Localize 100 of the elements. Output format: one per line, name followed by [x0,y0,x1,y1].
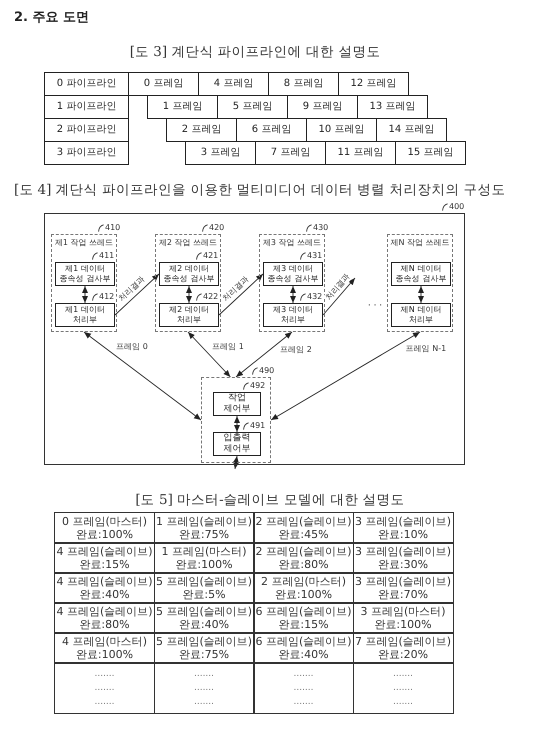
cell-text: ....... [194,668,214,681]
cell-text: 완료:30% [378,558,428,571]
edge-label: 프레임 2 [279,345,313,355]
figure-caption: [도 5] 마스터-슬레이브 모델에 대한 설명도 [135,492,405,508]
double-arrow [232,456,240,470]
cell-text: 3 프레임(슬레이브) [354,544,452,558]
cell-text: 0 프레임(마스터) [62,514,148,528]
table-cell: 3 프레임 [185,141,256,165]
cell-text: ....... [94,668,115,681]
reference-numeral: 432 [307,292,322,302]
double-arrow [186,286,192,304]
cell-text: 완료:10% [378,528,428,541]
double-arrow [188,332,231,378]
box-label: 제1 데이터 처리부 [64,305,106,325]
reference-numeral: 411 [99,251,114,261]
cell-text: 3 프레임(슬레이브) [354,514,452,528]
box-label: 작업 제어부 [222,393,252,415]
table-cell: 12 프레임 [338,72,409,96]
cell-text: ....... [392,696,414,709]
process-box [391,262,451,286]
cell-text: 완료:45% [278,528,329,541]
cell-text: 완료:100% [374,618,432,631]
group-title: 제2 작업 쓰레드 [158,238,218,248]
cell-text: 5 프레임(슬레이브) [156,634,252,648]
group-title: 제3 작업 쓰레드 [262,238,322,248]
reference-numeral: 421 [203,251,218,261]
table-cell: 2 파이프라인 [44,118,129,142]
box-label: 제2 데이터 종속성 검사부 [162,264,216,284]
cell-text: 2 프레임(마스터) [260,574,346,588]
cell-text: 완료:40% [178,618,230,631]
cell-text: 5 프레임(슬레이브) [156,574,252,588]
cell-text: ....... [293,668,314,681]
cell-text: ....... [194,682,214,695]
cell-text: 3 프레임(마스터) [360,604,446,618]
figure-caption: [도 3] 계단식 파이프라인에 대한 설명도 [130,44,380,60]
cell-text: 1 프레임(슬레이브) [156,514,252,528]
cell-text: 완료:40% [278,648,329,661]
cell-text: 완료:100% [175,558,233,571]
reference-numeral: 412 [99,292,114,302]
cell-text: 5 프레임(슬레이브) [156,604,252,618]
cell-text: 6 프레임(슬레이브) [255,604,352,618]
reference-numeral: 491 [250,421,266,431]
cell-text: 4 프레임(슬레이브) [56,574,153,588]
cell-text: ....... [94,682,115,695]
cell-text: 1 프레임(마스터) [161,544,247,558]
double-arrow [290,286,296,304]
cell-text: 완료:80% [79,618,130,631]
cell-text: ....... [293,696,314,709]
thread-group [387,234,453,332]
cell-text: 2 프레임(슬레이브) [255,514,352,528]
reference-numeral: 490 [259,366,274,376]
cell-text: 7 프레임(슬레이브) [354,634,452,648]
cell-text: ....... [293,682,314,695]
section-heading: 2. 주요 도면 [14,9,90,26]
edge-label: 프레임 0 [115,342,149,352]
table-cell: 0 프레임 [128,72,199,96]
cell-text: 완료:15% [278,618,329,631]
cell-text: 완료:100% [274,588,332,601]
cell-text: 2 프레임(슬레이브) [255,544,352,558]
process-box [391,303,451,327]
box-label: 제3 데이터 종속성 검사부 [266,264,320,284]
cell-text: ....... [392,668,414,681]
cell-text: 3 프레임(슬레이브) [354,574,452,588]
reference-numeral: 410 [105,223,120,233]
group-title: 제1 작업 쓰레드 [54,238,114,248]
double-arrow [84,332,202,420]
cell-text: 완료:100% [76,528,134,541]
box-label: 제N 데이터 처리부 [400,305,442,325]
table-cell: 1 파이프라인 [44,95,129,119]
edge-label: 프레임 1 [211,342,245,352]
double-arrow [270,332,420,420]
reference-numeral: 422 [203,292,218,302]
double-arrow [418,286,424,304]
table-cell: 0 파이프라인 [44,72,129,96]
cell-text: 완료:75% [178,648,230,661]
cell-text: 4 프레임(마스터) [62,634,148,648]
reference-numeral: 492 [250,381,266,391]
cell-text: 완료:80% [278,558,329,571]
ellipsis: · · · [368,301,382,311]
cell-text: 완료:15% [79,558,130,571]
cell-text: 완료:75% [178,528,230,541]
cell-text: 6 프레임(슬레이브) [255,634,352,648]
group-title: 제N 작업 쓰레드 [390,238,450,248]
cell-text: ....... [392,682,414,695]
reference-numeral: 400 [449,202,464,212]
arrow [322,278,356,316]
double-arrow [236,332,292,378]
cell-text: ....... [194,696,214,709]
table-cell: 3 파이프라인 [44,141,129,165]
cell-text: 4 프레임(슬레이브) [56,544,153,558]
edge-label: 프레임 N-1 [404,344,448,354]
reference-numeral: 420 [209,223,224,233]
arrow [114,274,160,316]
cell-text: 완료:100% [76,648,134,661]
box-label: 제3 데이터 처리부 [272,305,314,325]
figure-caption: [도 4] 계단식 파이프라인을 이용한 멀티미디어 데이터 병렬 처리장치의 구성도 [14,182,506,198]
cell-text: ....... [94,696,115,709]
double-arrow [234,416,240,432]
cell-text: 완료:20% [378,648,428,661]
double-arrow [82,286,88,304]
